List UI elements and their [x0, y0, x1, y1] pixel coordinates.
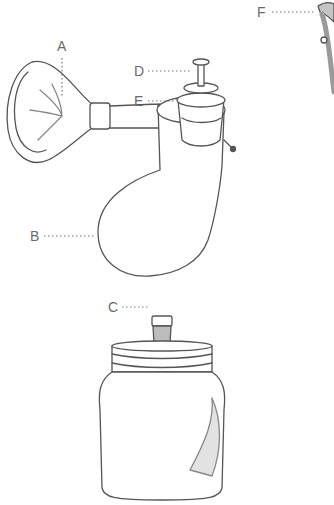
handle-strap [322, 14, 334, 92]
callout-letter: E [134, 93, 143, 109]
pump-nub-dot [231, 147, 236, 152]
plunger-top [193, 59, 209, 65]
handle-pivot [321, 37, 327, 43]
callout-letter: D [134, 63, 144, 79]
leader-line [148, 100, 174, 101]
callout-letter: F [257, 4, 266, 20]
leader-line [148, 70, 190, 71]
callout-letter: A [57, 38, 66, 54]
bottle-body [99, 372, 224, 500]
pump-tube [110, 127, 158, 128]
valve-cap-rim [177, 93, 225, 107]
leader-line [61, 58, 62, 98]
funnel-petals [30, 84, 62, 140]
callout-letter: B [30, 228, 39, 244]
funnel-neck [90, 103, 110, 129]
bottle-threads [112, 354, 212, 368]
valve-top [152, 316, 172, 326]
leader-line [272, 11, 314, 12]
leader-line [44, 235, 94, 236]
callout-letter: C [108, 299, 118, 315]
funnel [7, 61, 92, 162]
leader-line [122, 306, 148, 307]
bottle-grip [190, 398, 220, 476]
valve-cap-band [182, 118, 221, 123]
bottle-mouth [112, 341, 212, 351]
